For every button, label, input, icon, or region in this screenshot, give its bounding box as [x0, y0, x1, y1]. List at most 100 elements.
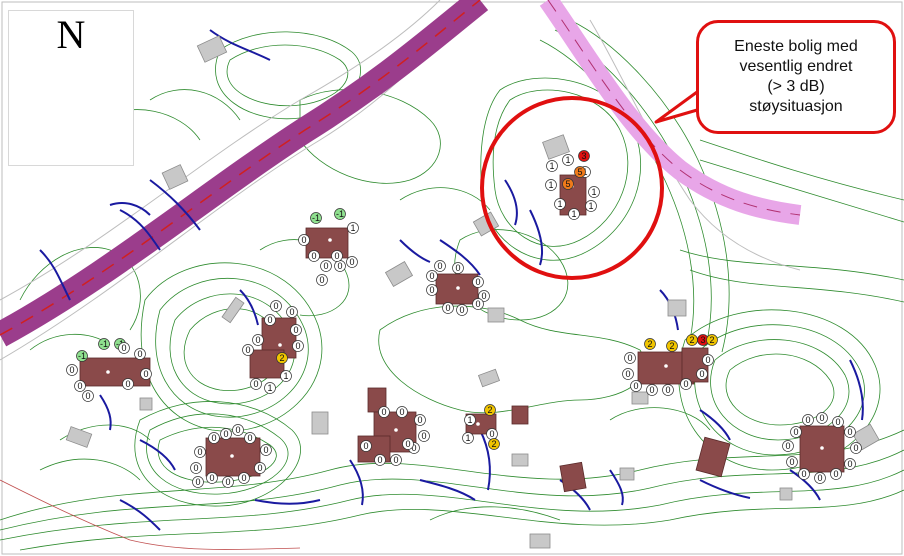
noise-badge-circle	[74, 380, 86, 392]
house-footprint	[79, 357, 151, 387]
noise-badge-circle	[452, 262, 464, 274]
noise-badge: 0	[290, 324, 302, 336]
noise-badge-circle	[418, 430, 430, 442]
noise-badge-value: 1	[591, 187, 596, 197]
noise-badge: 1	[568, 208, 580, 220]
noise-badge: 0	[190, 462, 202, 474]
noise-badge-value: 1	[588, 201, 593, 211]
noise-badge-circle	[192, 476, 204, 488]
noise-badge: 0	[250, 378, 262, 390]
noise-badge: 1	[546, 160, 558, 172]
house-center-marker	[278, 343, 282, 347]
noise-badge: 2	[706, 334, 718, 346]
noise-badge-circle	[545, 179, 557, 191]
noise-badge: 0	[270, 300, 282, 312]
noise-badge: 0	[830, 468, 842, 480]
noise-badge-circle	[290, 324, 302, 336]
noise-badge-circle	[280, 370, 292, 382]
noise-badge-value: 0	[381, 407, 386, 417]
noise-badge-circle	[464, 414, 476, 426]
noise-badge-value: 3	[700, 335, 705, 345]
noise-badge: 0	[298, 234, 310, 246]
noise-badge: 0	[82, 390, 94, 402]
noise-badge-circle	[244, 432, 256, 444]
noise-badge-value: 0	[705, 355, 710, 365]
noise-badge: 0	[790, 426, 802, 438]
other-buildings	[65, 35, 880, 549]
noise-badge-circle	[414, 414, 426, 426]
noise-badge-circle	[442, 302, 454, 314]
noise-badge: 0	[844, 426, 856, 438]
noise-badge: 0	[478, 290, 490, 302]
highlight-circle	[480, 96, 664, 280]
noise-badge: 5	[574, 166, 586, 178]
noise-badge-value: 0	[334, 251, 339, 261]
noise-badge-value: 1	[465, 433, 470, 443]
main-road	[0, 0, 489, 347]
noise-badge-value: 0	[421, 431, 426, 441]
noise-badge-value: 0	[195, 477, 200, 487]
noise-badge: 1	[462, 432, 474, 444]
noise-badge-circle	[374, 454, 386, 466]
noise-badge: 0	[238, 472, 250, 484]
noise-badge: 0	[802, 414, 814, 426]
noise-badge-value: 2	[689, 335, 694, 345]
noise-badge-value: 2	[491, 439, 496, 449]
noise-badge-circle	[252, 334, 264, 346]
noise-badge-circle	[646, 384, 658, 396]
noise-badge-value: -1	[336, 209, 344, 219]
noise-badge-circle	[360, 440, 372, 452]
noise-badge: 0	[396, 406, 408, 418]
noise-badge-value: 0	[255, 335, 260, 345]
noise-badge-value: 0	[665, 385, 670, 395]
noise-badge-circle	[456, 304, 468, 316]
noise-badge-circle	[790, 426, 802, 438]
house-center-marker	[476, 422, 480, 426]
noise-badge: 2	[666, 340, 678, 352]
noise-badge: 0	[286, 306, 298, 318]
noise-badge: 0	[622, 368, 634, 380]
noise-badge-value: 0	[793, 427, 798, 437]
noise-badge: 1	[554, 198, 566, 210]
noise-badge-value: 1	[283, 371, 288, 381]
noise-badge: 0	[832, 416, 844, 428]
noise-badge-value: 0	[789, 457, 794, 467]
noise-badge-circle	[786, 456, 798, 468]
noise-badge-circle	[118, 342, 130, 354]
noise-badge-value: 0	[77, 381, 82, 391]
noise-badge-value: 0	[363, 441, 368, 451]
noise-badge: 1	[545, 179, 557, 191]
planned-road	[539, 0, 802, 225]
noise-badge: 0	[798, 468, 810, 480]
noise-badge: 0	[208, 432, 220, 444]
house-center-marker	[328, 238, 332, 242]
noise-badge: 0	[360, 440, 372, 452]
noise-badge-circle	[462, 432, 474, 444]
noise-badge-value: 0	[801, 469, 806, 479]
noise-badge-circle	[208, 432, 220, 444]
noise-badge: 0	[646, 384, 658, 396]
noise-badge: 0	[390, 454, 402, 466]
noise-badge-value: 0	[405, 439, 410, 449]
noise-badge: 0	[140, 368, 152, 380]
callout-box: Eneste bolig med vesentlig endret (> 3 d…	[696, 20, 896, 134]
noise-badge-value: 0	[267, 315, 272, 325]
noise-badge-circle	[76, 350, 88, 362]
noise-badge: 0	[232, 424, 244, 436]
noise-badge-value: -1	[312, 213, 320, 223]
noise-badge: 0	[662, 384, 674, 396]
noise-badge-circle	[472, 276, 484, 288]
noise-badge-circle	[194, 446, 206, 458]
noise-badge-value: 0	[437, 261, 442, 271]
noise-badge-value: 0	[253, 379, 258, 389]
noise-badge-value: 0	[319, 275, 324, 285]
noise-badge: 0	[816, 412, 828, 424]
noise-badge-circle	[316, 274, 328, 286]
noise-badge-value: 0	[785, 441, 790, 451]
